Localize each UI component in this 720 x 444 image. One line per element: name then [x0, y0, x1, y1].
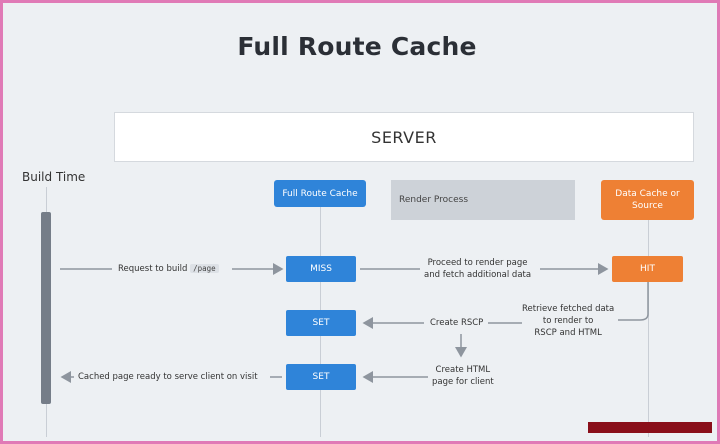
proceed-to-render-label: Proceed to render page and fetch additio…: [424, 258, 532, 280]
hit-step: HIT: [612, 256, 683, 282]
server-box: SERVER: [114, 112, 694, 162]
data-cache-header: Data Cache or Source: [601, 180, 694, 220]
create-rscp-label: Create RSCP: [430, 318, 484, 328]
set-rscp-step: SET: [286, 310, 356, 336]
set-rscp-step-label: SET: [312, 318, 330, 328]
set-html-step-label: SET: [312, 372, 330, 382]
retrieve-fetched-data-label: Retrieve fetched data to render to RSCP …: [522, 304, 615, 338]
build-time-activation-bar: [41, 212, 51, 404]
server-label: SERVER: [371, 127, 437, 147]
cached-page-label: Cached page ready to serve client on vis…: [78, 372, 258, 382]
request-path-code: /page: [190, 264, 219, 273]
data-cache-lifeline: [648, 220, 649, 437]
diagram-frame: [3, 3, 717, 441]
request-to-build-text: Request to build: [118, 264, 188, 274]
diagram-title: Full Route Cache: [237, 32, 477, 61]
full-route-cache-header-label: Full Route Cache: [282, 188, 358, 199]
data-cache-header-label: Data Cache or Source: [615, 189, 680, 211]
render-process-header: Render Process: [391, 180, 575, 220]
build-time-label: Build Time: [22, 170, 86, 184]
retrieve-arrow-curve: [618, 282, 649, 321]
request-to-build-label: Request to build /page: [118, 263, 219, 275]
full-route-cache-header: Full Route Cache: [274, 180, 366, 207]
miss-step-label: MISS: [310, 264, 332, 274]
watermark-stamp: [588, 422, 712, 433]
render-process-header-label: Render Process: [399, 195, 469, 205]
set-html-step: SET: [286, 364, 356, 390]
create-html-label: Create HTML page for client: [432, 365, 494, 387]
miss-step: MISS: [286, 256, 356, 282]
hit-step-label: HIT: [640, 264, 655, 274]
